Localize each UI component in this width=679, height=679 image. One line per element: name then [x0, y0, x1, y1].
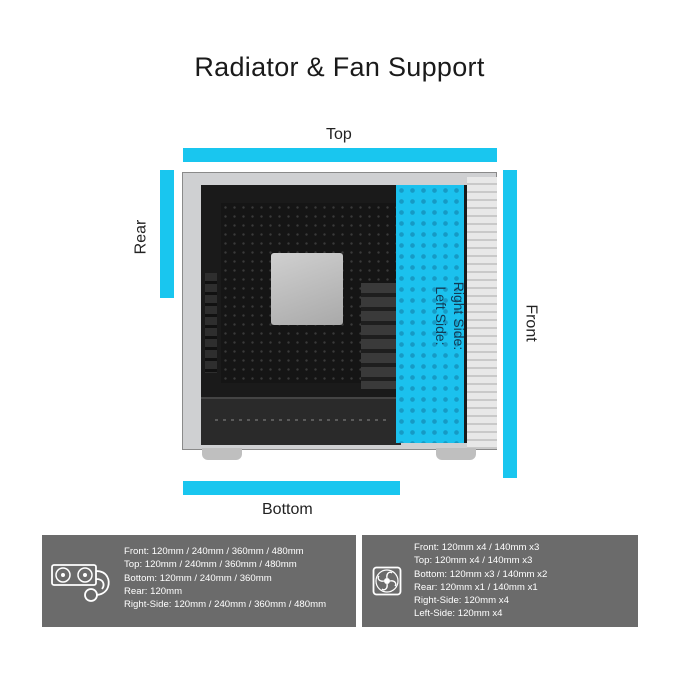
case-frame: [182, 172, 497, 450]
fan-spec-item: Bottom: 120mm x3 / 140mm x2: [414, 568, 548, 580]
fan-spec-item: Front: 120mm x4 / 140mm x3: [414, 542, 540, 553]
fan-spec-item: Rear: 120mm x1 / 140mm x1: [414, 581, 538, 593]
aio-cooler-icon: [51, 564, 110, 602]
top-bar: [183, 148, 497, 162]
psu-shroud: [201, 397, 401, 445]
radiator-spec-item: Front: 120mm / 240mm / 360mm / 480mm: [124, 546, 304, 557]
front-label: Front: [522, 304, 540, 342]
radiator-spec-item: Right-Side: 120mm / 240mm / 360mm / 480m…: [124, 599, 327, 611]
case-foot-left: [202, 448, 242, 460]
side-mount-label: Right Side: Left Side:: [408, 274, 468, 358]
radiator-spec-item: Rear: 120mm: [124, 585, 183, 597]
motherboard-tray: [221, 203, 419, 389]
case-fan-icon: [372, 566, 402, 596]
case-foot-right: [436, 448, 476, 460]
left-side-label: Left Side:: [433, 286, 449, 346]
rear-label: Rear: [132, 219, 150, 255]
page-title: Radiator & Fan Support: [194, 52, 485, 82]
fan-spec-item: Right-Side: 120mm x4: [414, 595, 509, 607]
top-label: Top: [326, 126, 352, 143]
right-side-label: Right Side:: [451, 281, 467, 351]
fan-support-panel: Front: 120mm x4 / 140mm x3 Top: 120mm x4…: [362, 535, 638, 627]
case-interior: [201, 185, 479, 445]
radiator-spec-item: Top: 120mm / 240mm / 360mm / 480mm: [124, 559, 297, 571]
fan-spec-item: Top: 120mm x4 / 140mm x3: [414, 555, 533, 567]
radiator-spec-item: Bottom: 120mm / 240mm / 360mm: [124, 572, 272, 584]
fan-spec-list: Front: 120mm x4 / 140mm x3 Top: 120mm x4…: [414, 541, 547, 621]
bottom-label: Bottom: [262, 501, 313, 518]
rear-bar: [160, 170, 174, 298]
front-panel: [467, 177, 497, 449]
radiator-support-panel: Front: 120mm / 240mm / 360mm / 480mm Top…: [42, 535, 356, 627]
cpu-cutout: [271, 253, 343, 325]
front-bar: [503, 170, 517, 478]
bottom-bar: [183, 481, 400, 495]
radiator-spec-list: Front: 120mm / 240mm / 360mm / 480mm Top…: [124, 545, 326, 611]
expansion-slots: [205, 273, 217, 373]
fan-spec-item: Left-Side: 120mm x4: [414, 608, 503, 620]
right-side-radiator-area: [396, 185, 464, 443]
case-illustration: [182, 172, 497, 464]
